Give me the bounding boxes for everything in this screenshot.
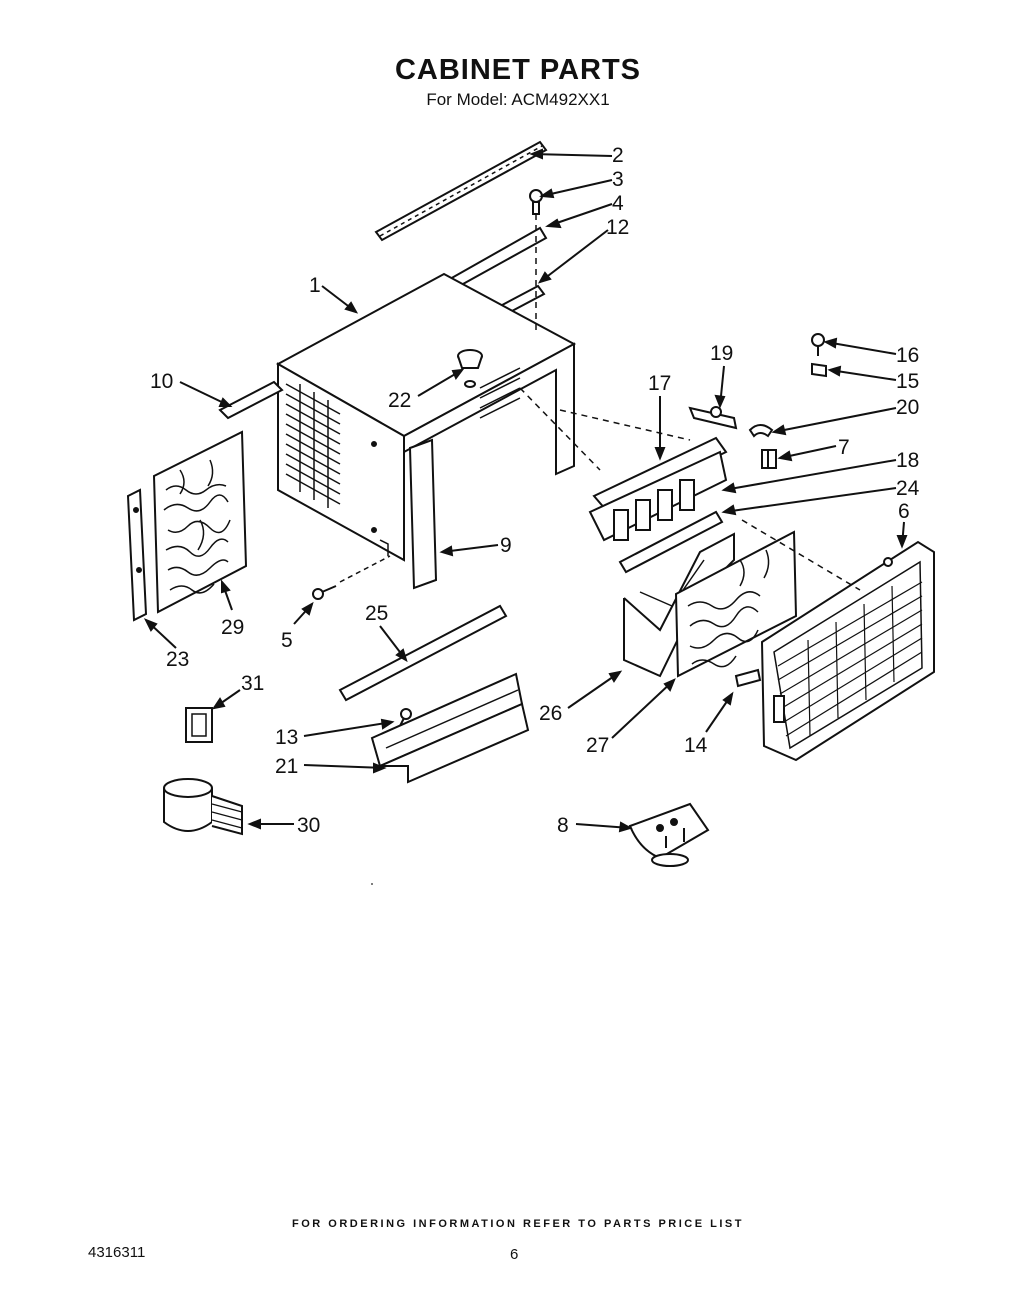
part-8-hardware-bag [628,802,710,867]
part-15-clip [811,362,827,378]
callout-23: 23 [166,648,189,671]
callout-16: 16 [896,344,919,367]
callout-leaders [143,148,908,833]
part-30-tape-roll [163,778,243,836]
callout-8: 8 [557,814,569,837]
part-27-front-filter [674,530,798,678]
callout-12: 12 [606,216,629,239]
callout-17: 17 [648,372,671,395]
callout-6: 6 [898,500,910,523]
part-31-block [185,707,213,743]
part-6-front-grille [760,540,935,762]
callout-9: 9 [500,534,512,557]
part-29-filter [152,430,248,614]
callout-7: 7 [838,436,850,459]
callout-10: 10 [150,370,173,393]
part-9-gasket [408,438,438,590]
ordering-info-footer: FOR ORDERING INFORMATION REFER TO PARTS … [292,1218,744,1230]
model-subtitle: For Model: ACM492XX1 [426,90,610,109]
callout-1: 1 [309,274,321,297]
part-17-mount-bracket [588,436,728,542]
page-number: 6 [510,1246,519,1263]
callout-31: 31 [241,672,264,695]
callout-22: 22 [388,389,411,412]
callout-21: 21 [275,755,298,778]
callout-27: 27 [586,734,609,757]
callout-26: 26 [539,702,562,725]
part-24-bar [618,510,724,574]
callout-5: 5 [281,629,293,652]
callout-14: 14 [684,734,708,757]
page-title: CABINET PARTS [394,54,642,86]
callout-3: 3 [612,168,624,191]
callout-13: 13 [275,726,298,749]
callout-15: 15 [896,370,919,393]
part-13-screw [397,708,412,731]
callout-30: 30 [297,814,320,837]
callout-4: 4 [612,192,624,215]
callout-2: 2 [612,144,624,167]
part-16-screw [811,333,825,356]
part-25-bottom-strip [338,604,508,702]
callout-25: 25 [365,602,388,625]
part-5-screw [312,555,391,600]
callout-29: 29 [221,616,244,639]
part-3-screw [529,189,543,215]
part-21-base-rail [370,672,530,784]
part-22-knob [457,349,483,388]
part-1-cabinet [275,272,577,562]
part-14-clip [734,668,762,688]
document-number: 4316311 [88,1244,146,1261]
callout-18: 18 [896,449,919,472]
stray-dot [371,883,373,885]
part-19-bracket-arm [688,406,738,430]
part-10-strip [218,380,284,420]
part-20-clip [748,424,774,438]
callout-24: 24 [896,477,920,500]
part-7-clip [761,449,777,469]
part-2-top-rail [374,140,548,242]
part-26-coil-frame [623,532,735,678]
assembly-guide-lines [519,214,861,591]
part-23-bracket [126,488,148,622]
callout-19: 19 [710,342,733,365]
callout-labels: 2 3 4 12 1 10 22 17 19 16 15 20 7 18 24 … [150,144,920,837]
callout-20: 20 [896,396,919,419]
